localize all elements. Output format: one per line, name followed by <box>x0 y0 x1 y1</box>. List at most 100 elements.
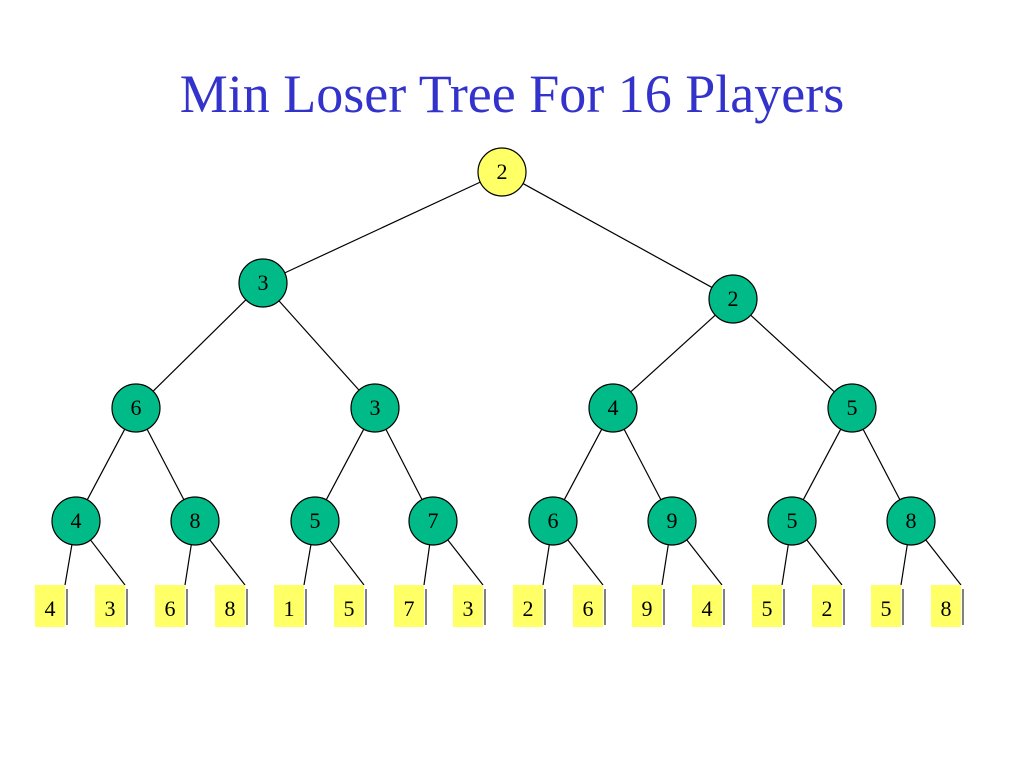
tree-node-l3-1-label: 8 <box>190 508 201 533</box>
edge-l3-player-4 <box>303 544 312 586</box>
edge-l2-l3-0 <box>86 428 126 501</box>
tree-node-l3-4: 6 <box>528 496 578 546</box>
tree-nodes: 2 3 2 6 3 4 5 4 8 5 7 6 9 5 8 <box>51 147 936 546</box>
tree-node-l1-1-label: 2 <box>728 286 739 311</box>
player-5: 5 <box>334 585 367 627</box>
tree-node-l3-0-circle <box>51 496 101 546</box>
tree-node-l2-2: 4 <box>588 383 638 433</box>
player-15: 8 <box>931 585 964 627</box>
player-box-2 <box>155 585 185 627</box>
player-box-6 <box>394 585 424 627</box>
player-label-5: 5 <box>344 596 355 621</box>
tree-node-l2-3: 5 <box>827 383 877 433</box>
player-box-9 <box>573 585 603 627</box>
tree-node-l2-2-circle <box>588 383 638 433</box>
tree-node-l2-2-label: 4 <box>608 395 619 420</box>
player-box-13 <box>812 585 842 627</box>
edge-l2-l3-2 <box>325 428 365 501</box>
edge-l3-player-14 <box>900 544 908 586</box>
edge-l3-player-11 <box>686 539 723 586</box>
edge-l2-l3-6 <box>802 428 842 501</box>
edge-root-l1-0 <box>284 181 481 274</box>
edge-l3-player-0 <box>64 544 73 586</box>
tree-edges <box>64 181 962 586</box>
tree-node-l3-7-label: 8 <box>906 508 917 533</box>
player-9: 6 <box>573 585 606 627</box>
tree-node-l3-3: 7 <box>408 496 458 546</box>
player-0: 4 <box>35 585 68 627</box>
edge-l3-player-1 <box>90 539 126 586</box>
player-8: 2 <box>513 585 546 627</box>
player-box-4 <box>274 585 304 627</box>
player-box-8 <box>513 585 543 627</box>
edge-l3-player-5 <box>329 539 365 586</box>
tree-node-l1-0-circle <box>238 258 288 308</box>
player-7: 3 <box>453 585 486 627</box>
tree-node-l3-0-label: 4 <box>71 508 82 533</box>
edge-l2-l3-7 <box>862 428 901 501</box>
tree-node-l3-3-label: 7 <box>428 508 439 533</box>
player-label-6: 7 <box>404 596 415 621</box>
tree-node-l1-0: 3 <box>238 258 288 308</box>
tree-node-l3-4-label: 6 <box>548 508 559 533</box>
tree-node-l3-6-circle <box>767 496 817 546</box>
player-label-8: 2 <box>523 596 534 621</box>
player-label-12: 5 <box>762 596 773 621</box>
player-box-3 <box>215 585 245 627</box>
edge-l3-player-3 <box>209 539 246 586</box>
tree-node-l3-2-label: 5 <box>310 508 321 533</box>
tree-node-l3-2-circle <box>290 496 340 546</box>
edge-l3-player-15 <box>925 539 962 586</box>
tree-node-l3-7: 8 <box>886 496 936 546</box>
root-node-label: 2 <box>497 159 508 184</box>
player-label-14: 5 <box>881 596 892 621</box>
edge-l1-l2-1 <box>278 300 360 391</box>
root-node-circle <box>477 147 527 197</box>
player-box-5 <box>334 585 364 627</box>
tree-node-l3-5: 9 <box>647 496 697 546</box>
player-box-0 <box>35 585 65 627</box>
player-1: 3 <box>95 585 128 627</box>
edge-l1-l2-2 <box>630 314 716 393</box>
edge-l3-player-2 <box>184 544 192 586</box>
player-label-15: 8 <box>941 596 952 621</box>
tree-node-l3-1: 8 <box>170 496 220 546</box>
edge-l3-player-12 <box>781 544 789 586</box>
slide-title: Min Loser Tree For 16 Players <box>179 64 845 124</box>
player-label-10: 9 <box>642 596 653 621</box>
tree-node-l2-3-circle <box>827 383 877 433</box>
player-label-13: 2 <box>822 596 833 621</box>
tree-node-l2-0: 6 <box>111 383 161 433</box>
tree-node-l1-1-circle <box>708 274 758 324</box>
player-label-9: 6 <box>583 596 594 621</box>
tree-node-l2-0-circle <box>111 383 161 433</box>
player-label-2: 6 <box>165 596 176 621</box>
player-2: 6 <box>155 585 188 627</box>
edge-l2-l3-5 <box>623 428 662 501</box>
tree-node-l2-1-label: 3 <box>370 395 381 420</box>
player-box-14 <box>871 585 901 627</box>
player-label-7: 3 <box>463 596 474 621</box>
tree-node-l3-3-circle <box>408 496 458 546</box>
player-14: 5 <box>871 585 904 627</box>
tree-node-l3-6-label: 5 <box>787 508 798 533</box>
tree-node-l2-1: 3 <box>350 383 400 433</box>
tree-node-l3-7-circle <box>886 496 936 546</box>
tree-node-l3-5-label: 9 <box>667 508 678 533</box>
root-node: 2 <box>477 147 527 197</box>
tree-node-l1-0-label: 3 <box>258 270 269 295</box>
tree-node-l3-5-circle <box>647 496 697 546</box>
player-11: 4 <box>692 585 725 627</box>
edge-l3-player-9 <box>567 539 604 586</box>
edge-l2-l3-4 <box>563 428 603 501</box>
player-label-1: 3 <box>105 596 116 621</box>
player-box-15 <box>931 585 961 627</box>
tree-node-l2-1-circle <box>350 383 400 433</box>
edge-l3-player-10 <box>661 544 669 586</box>
player-box-1 <box>95 585 125 627</box>
edge-l2-l3-1 <box>146 428 185 501</box>
player-10: 9 <box>632 585 665 627</box>
player-label-0: 4 <box>45 596 56 621</box>
